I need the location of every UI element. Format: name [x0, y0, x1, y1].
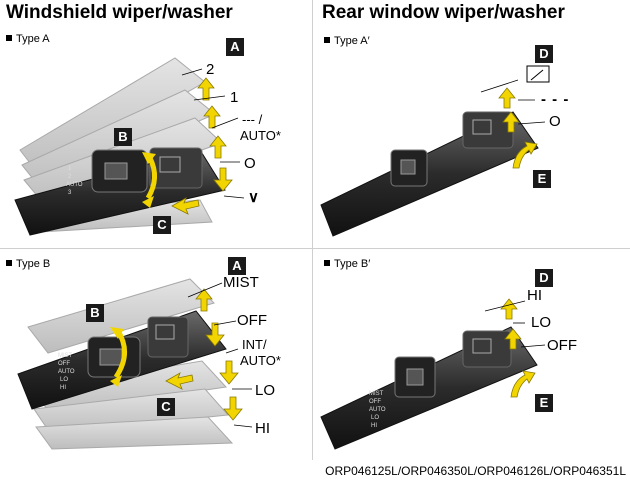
svg-text:OFF: OFF: [58, 361, 70, 367]
position-hi-b: HI: [255, 420, 270, 437]
windshield-title: Windshield wiper/washer: [6, 2, 233, 23]
position-int-b: INT/: [242, 337, 267, 352]
svg-text:HI: HI: [371, 423, 377, 429]
svg-text:OFF: OFF: [369, 399, 381, 405]
position-mist: ∨: [248, 189, 259, 206]
position-auto-b: AUTO*: [240, 353, 281, 368]
rear-position-lo: LO: [531, 314, 552, 331]
tag-c: C: [153, 216, 171, 234]
rear-lever-illustration-a: [320, 65, 550, 237]
position-lo-b: LO: [255, 382, 276, 399]
tag-e: E: [533, 170, 551, 188]
type-a-prime-label: Type A′: [324, 35, 370, 47]
svg-text:MIST: MIST: [58, 353, 73, 359]
tag-a: A: [226, 38, 244, 56]
position-2: 2: [206, 61, 215, 78]
svg-text:MIST: MIST: [369, 391, 384, 397]
position-mist-b: MIST: [223, 274, 259, 291]
tag-b: B: [114, 128, 132, 146]
tag-d-b: D: [535, 269, 553, 287]
rear-position-hi: HI: [527, 287, 542, 304]
type-b-label: Type B: [6, 258, 50, 270]
position-int: --- /: [242, 112, 263, 127]
rear-type-a-panel: Rear window wiper/washer Type A′ D E - -…: [313, 0, 630, 249]
tag-b-b: B: [86, 304, 104, 322]
svg-text:2: 2: [68, 174, 72, 180]
svg-text:LO: LO: [371, 415, 379, 421]
rear-type-b-panel: Type B′ MIST OFF AUTO LO HI D E HI LO OFF: [313, 249, 630, 460]
figure-reference-codes: ORP046125L/ORP046350L/ORP046126L/ORP0463…: [325, 464, 626, 478]
position-1: 1: [230, 89, 239, 106]
position-auto: AUTO*: [240, 128, 281, 143]
type-a-label: Type A: [6, 33, 50, 45]
svg-text:AUTO: AUTO: [66, 182, 83, 188]
svg-text:HI: HI: [60, 385, 66, 391]
rear-lever-illustration-b: MIST OFF AUTO LO HI: [320, 298, 546, 450]
svg-text:AUTO: AUTO: [369, 407, 386, 413]
svg-text:1: 1: [68, 166, 72, 172]
position-off: O: [244, 155, 256, 172]
svg-text:3: 3: [68, 190, 72, 196]
tag-d: D: [535, 45, 553, 63]
windshield-type-b-panel: Type B MIST OFF AUTO LO HI: [0, 249, 313, 460]
tag-e-b: E: [535, 394, 553, 412]
svg-text:AUTO: AUTO: [58, 369, 75, 375]
tag-a-b: A: [228, 257, 246, 275]
rear-position-off: OFF: [547, 337, 577, 354]
position-off-b: OFF: [237, 312, 267, 329]
rear-title: Rear window wiper/washer: [322, 2, 565, 23]
windshield-lever-illustration-b: MIST OFF AUTO LO HI: [17, 278, 253, 450]
type-b-prime-label: Type B′: [324, 258, 370, 270]
rear-position-off: O: [549, 113, 561, 130]
tag-c-b: C: [157, 398, 175, 416]
rear-position-int: - - -: [541, 91, 570, 108]
svg-text:LO: LO: [60, 377, 68, 383]
